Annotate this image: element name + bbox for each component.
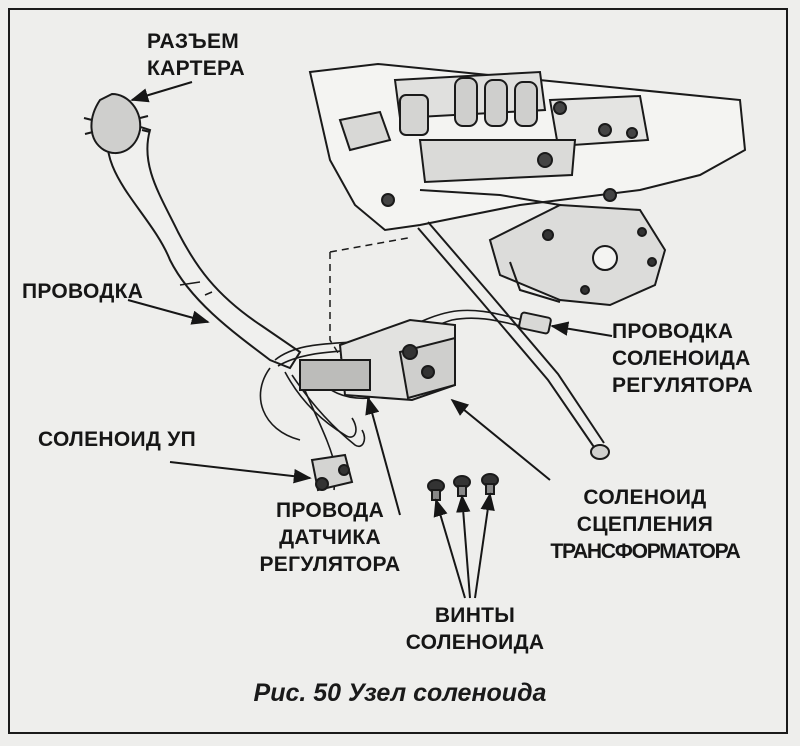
leader-crankcase-connector bbox=[130, 81, 193, 103]
figure-caption: Рис. 50 Узел соленоида bbox=[253, 679, 547, 707]
leader-screw-3 bbox=[474, 492, 495, 599]
screw-1 bbox=[427, 479, 445, 501]
leader-screw-2 bbox=[456, 494, 471, 599]
label-regulator-sensor-wires: ПРОВОДА ДАТЧИКА РЕГУЛЯТОРА bbox=[259, 499, 401, 576]
label-up-solenoid: СОЛЕНОИД УП bbox=[38, 428, 197, 451]
leader-screw-1 bbox=[433, 498, 466, 599]
leader-regulator-solenoid-wiring bbox=[550, 321, 613, 337]
regulator-connector bbox=[518, 311, 552, 335]
leader-regulator-sensor-wires bbox=[365, 396, 401, 516]
label-solenoid-screws: ВИНТЫ СОЛЕНОИДА bbox=[405, 604, 545, 654]
transfer-tube bbox=[417, 221, 610, 460]
label-wiring: ПРОВОДКА bbox=[22, 280, 144, 303]
label-crankcase-connector: РАЗЪЕМ КАРТЕРА bbox=[147, 30, 245, 80]
leader-wiring bbox=[127, 299, 210, 325]
screw-2 bbox=[453, 475, 471, 497]
label-converter-clutch-solenoid: СОЛЕНОИД СЦЕПЛЕНИЯ ТРАНСФОРМАТОРА bbox=[550, 486, 740, 563]
accumulator-plate bbox=[488, 203, 667, 307]
leader-up-solenoid bbox=[169, 461, 312, 484]
screw-3 bbox=[481, 473, 499, 495]
up-solenoid bbox=[310, 453, 354, 492]
figure-frame bbox=[8, 8, 788, 734]
valve-body bbox=[308, 62, 747, 232]
converter-clutch-solenoid bbox=[299, 318, 456, 402]
leader-lines bbox=[127, 81, 613, 599]
label-regulator-solenoid-wiring: ПРОВОДКА СОЛЕНОИДА РЕГУЛЯТОРА bbox=[612, 320, 753, 397]
wiring-harness bbox=[83, 92, 302, 370]
leader-converter-clutch-solenoid bbox=[450, 398, 551, 481]
